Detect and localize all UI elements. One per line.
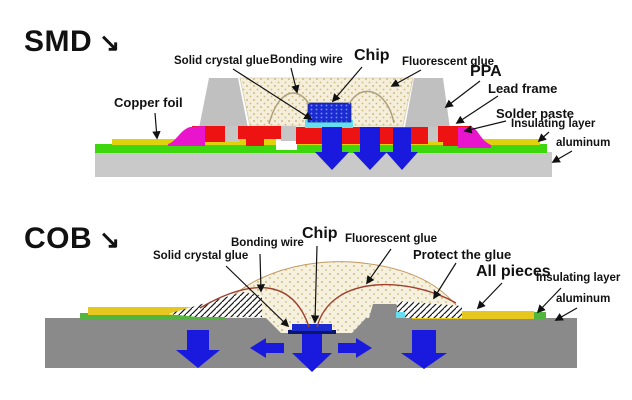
smd-solder-paste-left — [168, 126, 205, 146]
cob-heat-arrow-down-center — [292, 334, 332, 372]
cob-protect-glue-right — [397, 301, 462, 318]
smd-label-copper-foil: Copper foil — [114, 95, 183, 110]
leader-protect-the-glue — [433, 262, 457, 300]
cob-insulating-strip-right — [530, 312, 546, 320]
cob-bonding-wire-left — [199, 286, 310, 328]
smd-heat-arrow-3 — [386, 128, 418, 170]
cob-protect-glue-left — [168, 292, 262, 317]
cob-heat-arrow-down-right — [401, 330, 447, 369]
leader-ppa — [444, 80, 481, 109]
smd-label-insulating-layer: Insulating layer — [511, 118, 596, 130]
cob-solid-crystal-glue — [288, 330, 336, 334]
smd-title-text: SMD — [24, 25, 93, 58]
cob-cross-section — [45, 245, 578, 372]
cob-insulating-strip-left — [80, 313, 225, 319]
smd-cross-section — [95, 66, 573, 177]
cob-label-protect-the-glue: Protect the glue — [413, 247, 512, 262]
cob-title: COB ↘ — [24, 224, 121, 254]
leader-bonding-wire — [290, 67, 300, 94]
smd-heat-arrow-1 — [315, 127, 349, 170]
smd-ppa-fill-2 — [281, 126, 296, 141]
leader-solder-paste — [463, 120, 507, 134]
leader-fluorescent-glue — [390, 69, 422, 87]
leader-insulating-layer — [537, 131, 550, 143]
smd-solid-crystal-glue — [305, 120, 353, 128]
smd-bonding-wire-left — [268, 92, 310, 125]
smd-label-solder-paste: Solder paste — [496, 106, 575, 121]
leader-chip — [331, 66, 363, 103]
smd-label-fluorescent-glue: Fluorescent glue — [402, 56, 495, 68]
smd-label-bonding-wire: Bonding wire — [270, 54, 343, 66]
smd-insulating-layer — [95, 144, 547, 153]
cob-label-aluminum: aluminum — [556, 293, 611, 305]
leader-lead-frame — [455, 95, 499, 124]
cob-label-bonding-wire: Bonding wire — [231, 237, 304, 249]
leader-solid-crystal-glue — [232, 68, 313, 120]
leader-solid-crystal-glue — [225, 265, 290, 328]
cob-label-solid-crystal-glue: Solid crystal glue — [153, 250, 249, 262]
smd-title: SMD ↘ — [24, 27, 121, 57]
leader-chip — [310, 245, 320, 324]
smd-lead-frame-t — [238, 126, 281, 146]
leader-all-pieces — [476, 282, 503, 310]
smd-bonding-wire-right — [348, 90, 395, 124]
leader-bonding-wire — [256, 253, 266, 293]
leader-aluminum — [554, 307, 578, 321]
cob-southeast-arrow-icon: ↘ — [99, 225, 121, 254]
leader-insulating-layer — [536, 287, 562, 314]
cob-cyan-glue-bit — [396, 312, 405, 318]
cob-chip — [292, 324, 332, 331]
cob-heat-arrow-right — [338, 338, 372, 358]
smd-label-aluminum: aluminum — [556, 137, 611, 149]
smd-label-solid-crystal-glue: Solid crystal glue — [174, 55, 270, 67]
smd-heat-arrow-2 — [353, 127, 387, 170]
cob-label-insulating-layer: Insulating layer — [536, 272, 621, 284]
cob-heat-arrow-left — [250, 338, 284, 358]
cob-title-text: COB — [24, 222, 93, 255]
smd-fluorescent-glue — [239, 77, 414, 127]
smd-label-ppa: PPA — [470, 63, 502, 80]
leader-copper-foil — [152, 112, 161, 140]
cob-label-fluorescent-glue: Fluorescent glue — [345, 233, 438, 245]
leader-fluorescent-glue — [366, 248, 392, 285]
smd-ppa-fill-1 — [225, 126, 239, 142]
cob-label-all-pieces: All pieces — [476, 263, 551, 280]
cob-heat-arrow-down-left — [176, 330, 220, 368]
cob-pieces-strip-right — [412, 311, 534, 319]
smd-chip — [307, 102, 352, 123]
leader-aluminum — [551, 150, 573, 163]
smd-layer-gap — [276, 139, 297, 150]
cob-pieces-strip-left — [88, 307, 255, 315]
smd-ppa-fill-3 — [427, 127, 439, 142]
smd-southeast-arrow-icon: ↘ — [99, 28, 121, 57]
smd-label-lead-frame: Lead frame — [488, 81, 558, 96]
smd-solder-paste-right — [458, 127, 491, 148]
cob-label-chip: Chip — [302, 225, 338, 242]
smd-label-chip: Chip — [354, 47, 390, 64]
